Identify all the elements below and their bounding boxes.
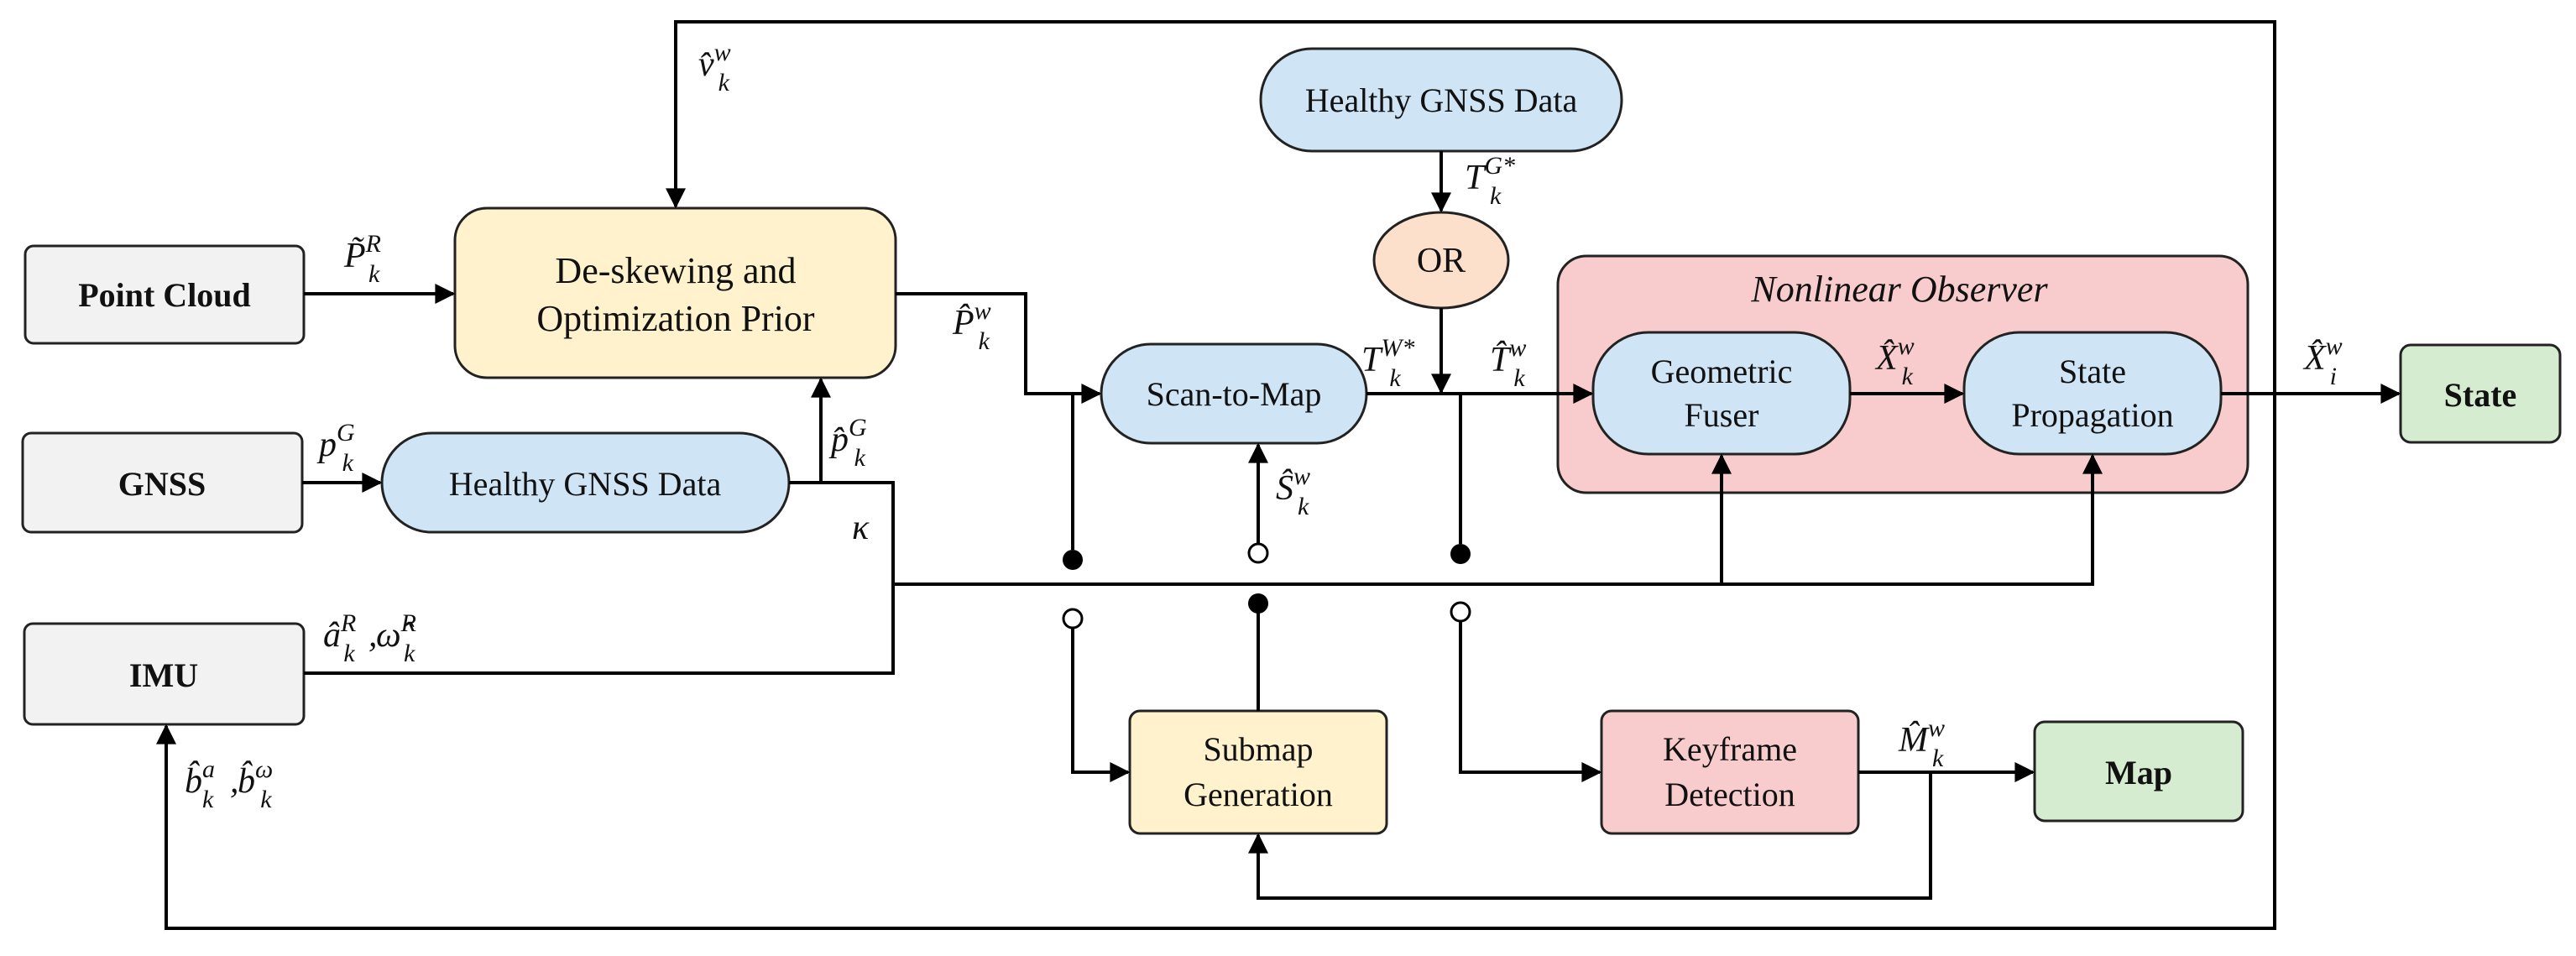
state-propagation-block: State Propagation [1962, 331, 2223, 456]
scan-to-map-block: Scan-to-Map [1100, 342, 1368, 445]
keyframe-input-arrow [1459, 621, 1602, 782]
state-output-box: State [2399, 343, 2562, 444]
submap-generation-block: Submap Generation [1128, 709, 1388, 835]
signal-label-bias-sep: , [230, 762, 239, 801]
switch-b-open-node [1247, 542, 1269, 564]
deskewed-cloud-arrow [896, 292, 1102, 404]
signal-label-imu-meas-sep: , [368, 616, 378, 655]
healthy-gnss-lower-label: Healthy GNSS Data [449, 465, 722, 503]
healthy-gnss-lower-block: Healthy GNSS Data [380, 431, 791, 534]
imu-to-state-propagation-arrow [893, 453, 2103, 586]
imu-label: IMU [129, 656, 198, 694]
switch-a-open-node [1062, 608, 1084, 629]
switch-c-open-node [1450, 601, 1471, 623]
switch-b-closed-node [1248, 593, 1268, 614]
signal-label-T-G-star: TG*k [1465, 152, 1515, 210]
keyframe-label-line1: Keyframe [1663, 730, 1797, 768]
geometric-fuser-label-line2: Fuser [1685, 396, 1759, 434]
map-to-submap-arrow [1248, 772, 1932, 900]
state-propagation-label-line2: Propagation [2011, 396, 2173, 434]
state-propagation-label-line1: State [2059, 353, 2126, 390]
imu-box: IMU [23, 622, 306, 726]
deskew-label-line2: Optimization Prior [536, 298, 815, 339]
submap-label-line2: Generation [1183, 776, 1333, 813]
switch-a-closed-node [1063, 550, 1083, 570]
switch-c-closed-node [1450, 544, 1471, 564]
signal-label-T-W-star: TW*k [1361, 334, 1414, 392]
gnss-box: GNSS [21, 431, 304, 534]
or-gate: OR [1372, 211, 1510, 310]
or-gate-label: OR [1417, 242, 1466, 280]
point-cloud-box: Point Cloud [24, 244, 306, 345]
keyframe-label-line2: Detection [1664, 776, 1795, 813]
deskew-prior-block: De-skewing and Optimization Prior [453, 206, 897, 379]
velocity-feedback-arrow [666, 20, 2276, 456]
bias-feedback-arrow [156, 456, 2276, 930]
nonlinear-observer-title: Nonlinear Observer [1750, 269, 2048, 310]
healthy-gnss-upper-block: Healthy GNSS Data [1259, 47, 1623, 153]
map-output-box: Map [2033, 720, 2244, 823]
map-output-label: Map [2105, 754, 2172, 791]
scan-to-map-label: Scan-to-Map [1147, 375, 1322, 413]
submap-label-line1: Submap [1203, 730, 1313, 768]
healthy-gnss-upper-label: Healthy GNSS Data [1305, 81, 1578, 119]
state-output-label: State [2444, 376, 2517, 414]
geometric-fuser-label-line1: Geometric [1651, 353, 1793, 390]
deskew-label-line1: De-skewing and [555, 250, 796, 291]
imu-wire [304, 584, 895, 675]
geometric-fuser-block: Geometric Fuser [1591, 331, 1852, 456]
point-cloud-label: Point Cloud [78, 276, 251, 314]
gnss-prior-arrow [789, 377, 831, 484]
gnss-label: GNSS [118, 465, 206, 503]
signal-label-kappa: κ [852, 509, 870, 547]
keyframe-detection-block: Keyframe Detection [1600, 709, 1860, 835]
submap-input-arrow [1071, 628, 1131, 782]
kappa-wire [821, 481, 895, 584]
